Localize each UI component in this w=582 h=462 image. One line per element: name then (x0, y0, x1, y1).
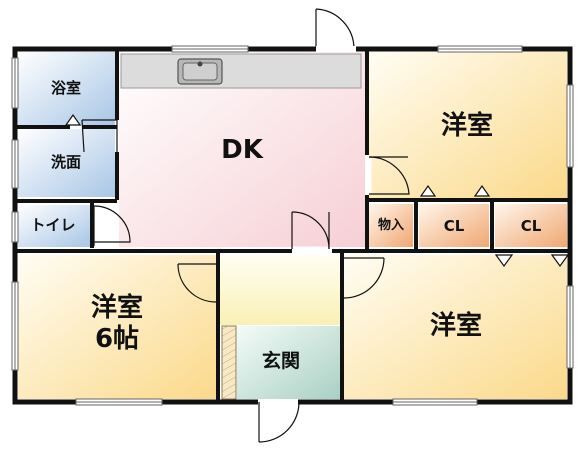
label-dk: DK (221, 135, 264, 165)
bath-fill (18, 52, 115, 125)
doors (81, 8, 410, 443)
kitchen-counter (120, 53, 362, 89)
storage-fill (369, 204, 413, 247)
windows (11, 45, 574, 406)
hall-fill (220, 255, 340, 325)
western-sw-fill (18, 255, 216, 399)
entrance-fill (237, 326, 340, 399)
closet-2-fill (495, 204, 567, 247)
closet-1-fill (419, 204, 489, 247)
label-western-se: 洋室 (430, 310, 482, 341)
label-western-sw: 洋室 (91, 292, 143, 323)
label-closet-2: CL (521, 217, 542, 235)
label-toilet: トイレ (30, 216, 75, 234)
western-se-fill (344, 255, 567, 399)
label-closet-1: CL (444, 217, 465, 235)
label-storage: 物入 (378, 217, 404, 233)
label-washroom: 洗面 (51, 153, 81, 171)
shoe-cabinet (221, 325, 237, 400)
interior-walls (15, 49, 570, 402)
label-western-sw-size: 6帖 (95, 324, 139, 354)
toilet-fill (18, 205, 90, 247)
label-bath: 浴室 (51, 79, 81, 97)
label-entrance: 玄関 (262, 349, 300, 372)
washroom-fill (18, 129, 115, 197)
faucet-icon (197, 61, 203, 67)
closet-door-markers (64, 113, 570, 268)
label-western-ne: 洋室 (441, 110, 493, 141)
